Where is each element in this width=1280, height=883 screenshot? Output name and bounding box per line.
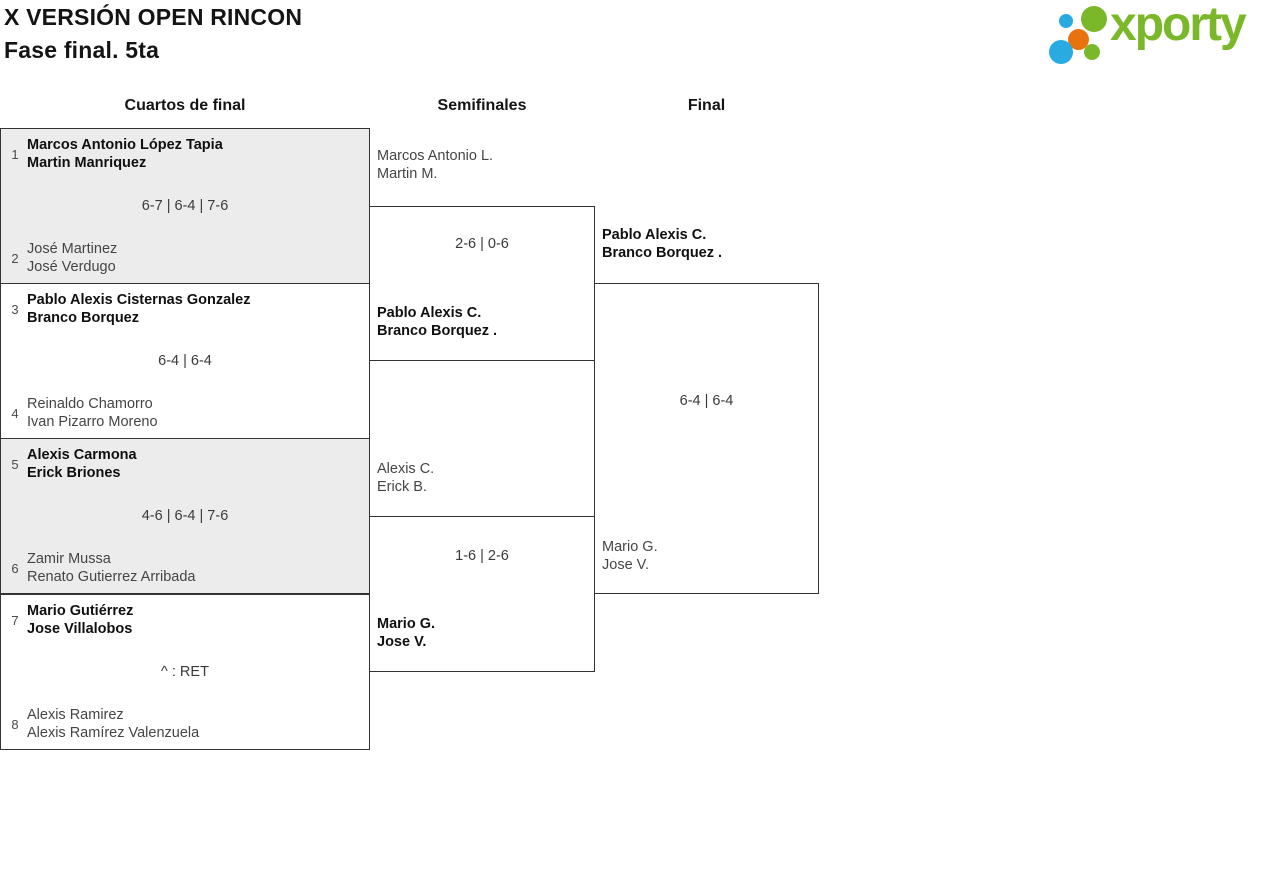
player-name: Marcos Antonio L. xyxy=(377,148,494,164)
player-name: Pablo Alexis C. xyxy=(602,227,707,243)
player-name: Mario G. xyxy=(602,539,658,555)
team-row: 4 Reinaldo Chamorro Ivan Pizarro Moreno xyxy=(7,395,158,431)
final-match: 6-4 | 6-4 xyxy=(594,283,819,594)
player-name: Jose Villalobos xyxy=(27,621,133,637)
player-name: Branco Borquez . xyxy=(377,323,498,339)
sf2-team2-label: Mario G. Jose V. xyxy=(377,615,435,651)
seed-number: 5 xyxy=(11,456,19,472)
seed-number: 2 xyxy=(11,250,19,266)
match-score: 6-4 | 6-4 xyxy=(158,353,212,369)
final-team1-label: Pablo Alexis C. Branco Borquez . xyxy=(602,226,722,262)
quarterfinal-match-4: 7 Mario Gutiérrez Jose Villalobos ^ : RE… xyxy=(0,594,370,750)
title-block: X VERSIÓN OPEN RINCON Fase final. 5ta xyxy=(4,1,302,67)
xporty-logo: xporty xyxy=(1046,0,1274,71)
seed-number: 6 xyxy=(11,560,19,576)
final-team2-label: Mario G. Jose V. xyxy=(602,538,658,574)
column-header-semifinals: Semifinales xyxy=(437,97,527,114)
sf1-team2-label: Pablo Alexis C. Branco Borquez . xyxy=(377,304,497,340)
seed-number: 4 xyxy=(11,405,19,421)
team-names: Alexis Ramirez Alexis Ramírez Valenzuela xyxy=(27,706,199,742)
team-names: Mario Gutiérrez Jose Villalobos xyxy=(27,602,133,638)
team-names: José Martinez José Verdugo xyxy=(27,240,117,276)
player-name: Ivan Pizarro Moreno xyxy=(27,414,158,430)
logo-dot-blue-large-icon xyxy=(1049,40,1073,64)
player-name: Branco Borquez xyxy=(27,310,139,326)
team-names: Alexis Carmona Erick Briones xyxy=(27,446,137,482)
seed-number: 1 xyxy=(11,146,19,162)
quarterfinal-match-2: 3 Pablo Alexis Cisternas Gonzalez Branco… xyxy=(0,283,370,439)
column-header-quarterfinals: Cuartos de final xyxy=(124,97,246,114)
quarterfinal-match-3: 5 Alexis Carmona Erick Briones 4-6 | 6-4… xyxy=(0,438,370,594)
player-name: José Martinez xyxy=(27,241,118,257)
player-name: José Verdugo xyxy=(27,259,116,275)
player-name: Alexis C. xyxy=(377,461,435,477)
match-score: 6-7 | 6-4 | 7-6 xyxy=(141,198,229,214)
page-subtitle: Fase final. 5ta xyxy=(4,37,160,63)
seed-number: 8 xyxy=(11,716,19,732)
logo-dot-orange-icon xyxy=(1068,29,1089,50)
team-row: 1 Marcos Antonio López Tapia Martin Manr… xyxy=(7,136,223,172)
match-score: 6-4 | 6-4 xyxy=(679,393,734,409)
logo-dot-green-small-icon xyxy=(1084,44,1100,60)
player-name: Mario Gutiérrez xyxy=(27,603,134,619)
team-names: Pablo Alexis Cisternas Gonzalez Branco B… xyxy=(27,291,250,327)
player-name: Branco Borquez . xyxy=(602,245,723,261)
page-title: X VERSIÓN OPEN RINCON xyxy=(4,4,303,30)
semifinal-match-2: 1-6 | 2-6 xyxy=(369,516,595,672)
sf1-team1-label: Marcos Antonio L. Martin M. xyxy=(377,147,493,183)
team-row: 2 José Martinez José Verdugo xyxy=(7,240,117,276)
player-name: Marcos Antonio López Tapia xyxy=(27,137,223,153)
team-row: 8 Alexis Ramirez Alexis Ramírez Valenzue… xyxy=(7,706,199,742)
team-row: 7 Mario Gutiérrez Jose Villalobos xyxy=(7,602,133,638)
match-score: 2-6 | 0-6 xyxy=(455,236,509,252)
team-row: 5 Alexis Carmona Erick Briones xyxy=(7,446,137,482)
match-score: ^ : RET xyxy=(161,664,209,680)
player-name: Alexis Ramirez xyxy=(27,707,124,723)
player-name: Erick B. xyxy=(377,479,427,495)
team-names: Zamir Mussa Renato Gutierrez Arribada xyxy=(27,550,195,586)
match-score: 4-6 | 6-4 | 7-6 xyxy=(141,508,229,524)
player-name: Pablo Alexis Cisternas Gonzalez xyxy=(27,292,251,308)
player-name: Jose V. xyxy=(377,634,427,650)
match-score: 1-6 | 2-6 xyxy=(455,548,509,564)
seed-number: 7 xyxy=(11,612,19,628)
player-name: Martin M. xyxy=(377,166,438,182)
player-name: Jose V. xyxy=(602,557,650,573)
player-name: Reinaldo Chamorro xyxy=(27,396,153,412)
player-name: Pablo Alexis C. xyxy=(377,305,482,321)
column-header-final: Final xyxy=(687,97,726,114)
player-name: Martin Manriquez xyxy=(27,155,147,171)
logo-dot-green-large-icon xyxy=(1081,6,1107,32)
team-names: Reinaldo Chamorro Ivan Pizarro Moreno xyxy=(27,395,158,431)
seed-number: 3 xyxy=(11,301,19,317)
player-name: Alexis Carmona xyxy=(27,447,137,463)
sf2-team1-label: Alexis C. Erick B. xyxy=(377,460,434,496)
player-name: Renato Gutierrez Arribada xyxy=(27,569,196,585)
team-row: 3 Pablo Alexis Cisternas Gonzalez Branco… xyxy=(7,291,250,327)
player-name: Alexis Ramírez Valenzuela xyxy=(27,725,200,741)
team-names: Marcos Antonio López Tapia Martin Manriq… xyxy=(27,136,223,172)
logo-dot-blue-small-icon xyxy=(1059,14,1073,28)
player-name: Mario G. xyxy=(377,616,436,632)
logo-wordmark: xporty xyxy=(1110,0,1247,51)
player-name: Zamir Mussa xyxy=(27,551,111,567)
player-name: Erick Briones xyxy=(27,465,121,481)
team-row: 6 Zamir Mussa Renato Gutierrez Arribada xyxy=(7,550,195,586)
quarterfinal-match-1: 1 Marcos Antonio López Tapia Martin Manr… xyxy=(0,128,370,284)
